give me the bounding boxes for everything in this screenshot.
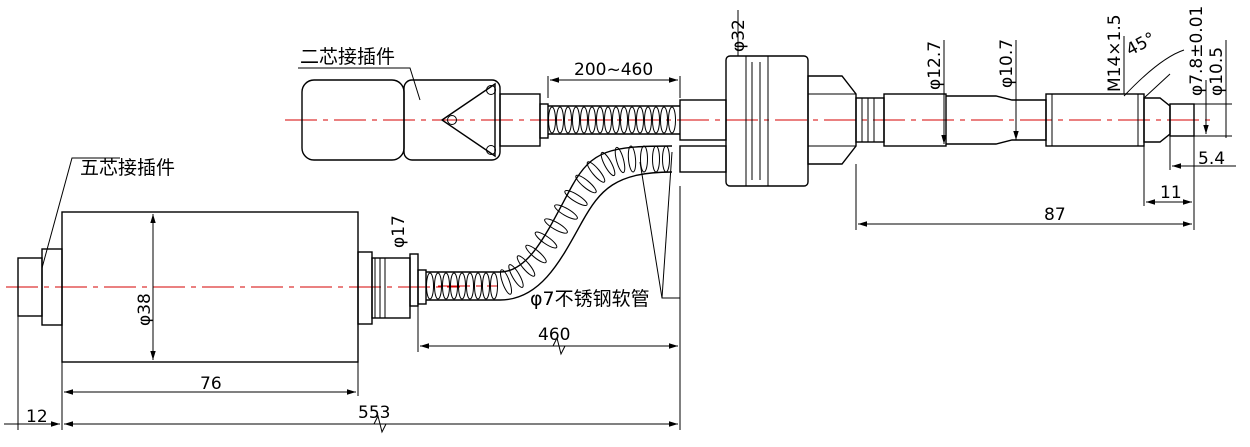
hose-ring bbox=[508, 264, 524, 288]
hose-ring bbox=[426, 272, 434, 300]
dim-tip-dia: φ7.8±0.01 bbox=[1187, 6, 1207, 96]
annotations: 二芯接插件 五芯接插件 φ7不锈钢软管 12 76 553 460 200~46… bbox=[26, 6, 1227, 427]
label-hose: φ7不锈钢软管 bbox=[530, 288, 650, 310]
flange-block bbox=[679, 55, 857, 187]
hose-ring bbox=[564, 189, 588, 207]
dim-thread: M14×1.5 bbox=[1105, 14, 1125, 92]
hose-ring bbox=[482, 272, 490, 300]
hose-ring bbox=[466, 272, 474, 300]
dim-body-length: 76 bbox=[200, 374, 222, 394]
hose-ring bbox=[620, 106, 628, 134]
flexible-hose-straight bbox=[548, 105, 680, 135]
hose-ring bbox=[644, 106, 652, 134]
dim-probe-length: 87 bbox=[1044, 205, 1066, 225]
hose-ring bbox=[652, 106, 660, 134]
hose-ring bbox=[458, 272, 466, 300]
hose-ring bbox=[586, 161, 606, 183]
dim-tip-length: 11 bbox=[1160, 183, 1182, 203]
dim-connector-length: 12 bbox=[26, 407, 48, 427]
flexible-hose-curved bbox=[426, 145, 673, 301]
hose-ring bbox=[450, 272, 458, 300]
label-two-pin-connector: 二芯接插件 bbox=[300, 46, 395, 68]
hose-ring bbox=[572, 106, 580, 134]
hose-ring bbox=[662, 145, 670, 173]
dim-shaft-dia: φ12.7 bbox=[925, 41, 945, 90]
dimension-lines bbox=[4, 10, 1236, 434]
dim-tip-step: 5.4 bbox=[1198, 149, 1225, 169]
hose-ring bbox=[534, 231, 558, 249]
hose-ring bbox=[548, 106, 556, 134]
dim-hose-length: 460 bbox=[538, 325, 570, 345]
dim-chamfer: 45° bbox=[1123, 29, 1159, 61]
dim-body-dia: φ38 bbox=[135, 293, 155, 326]
hose-ring bbox=[554, 204, 578, 220]
hose-ring bbox=[628, 106, 636, 134]
dim-total-length: 553 bbox=[358, 403, 390, 423]
hose-ring bbox=[564, 106, 572, 134]
hose-ring bbox=[640, 145, 648, 173]
hose-ring bbox=[612, 106, 620, 134]
hose-ring bbox=[516, 255, 536, 277]
dim-tip-outer-dia: φ10.5 bbox=[1207, 47, 1227, 96]
dim-neck-dia: φ10.7 bbox=[997, 39, 1017, 88]
hose-ring bbox=[614, 146, 626, 174]
hose-ring bbox=[668, 106, 676, 134]
dim-gland-dia: φ17 bbox=[389, 215, 409, 248]
lower-housing bbox=[17, 211, 427, 363]
hose-ring bbox=[499, 269, 513, 295]
hose-ring bbox=[474, 272, 482, 300]
hose-ring bbox=[575, 174, 597, 194]
hose-ring bbox=[588, 106, 596, 134]
hose-ring bbox=[604, 106, 612, 134]
hose-ring bbox=[434, 272, 442, 300]
hose-ring bbox=[442, 272, 450, 300]
centerlines bbox=[6, 119, 1210, 288]
hose-ring bbox=[652, 145, 660, 173]
hose-ring bbox=[544, 218, 568, 234]
hose-ring bbox=[525, 244, 547, 264]
hose-ring bbox=[627, 145, 637, 173]
two-pin-connector bbox=[301, 79, 549, 161]
label-five-pin-connector: 五芯接插件 bbox=[80, 157, 175, 179]
dim-cable-range: 200~460 bbox=[574, 60, 653, 80]
hose-ring bbox=[636, 106, 644, 134]
hose-ring bbox=[660, 106, 668, 134]
hose-ring bbox=[580, 106, 588, 134]
dim-flange-dia: φ32 bbox=[729, 19, 749, 52]
hose-ring bbox=[556, 106, 564, 134]
hose-ring bbox=[596, 106, 604, 134]
hose-ring bbox=[490, 272, 498, 300]
hose-ring bbox=[600, 151, 616, 177]
